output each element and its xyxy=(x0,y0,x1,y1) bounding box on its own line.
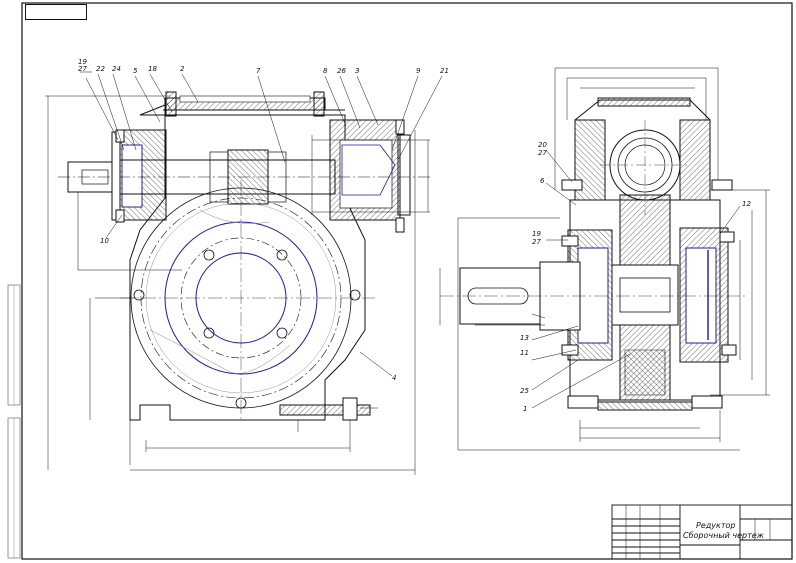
front-view xyxy=(45,91,430,475)
part-label-24: 24 xyxy=(112,65,121,73)
part-label-21: 21 xyxy=(440,67,449,75)
part-label-20: 20 xyxy=(538,141,547,149)
drawing-subtitle: Сборочный чертеж xyxy=(683,531,765,540)
title-block-text: Редуктор Сборочный чертеж xyxy=(683,521,765,540)
front-view-labels xyxy=(80,71,443,377)
part-label-27: 27 xyxy=(78,65,87,73)
part-label-2: 2 xyxy=(180,65,185,73)
part-label-18: 18 xyxy=(148,65,157,73)
side-view-label-text: 20 27 6 12 19 27 13 11 25 1 xyxy=(520,141,751,413)
part-label-27: 27 xyxy=(538,149,547,157)
part-label-1: 1 xyxy=(523,405,527,413)
part-label-19: 19 xyxy=(78,58,87,66)
part-label-12: 12 xyxy=(742,200,751,208)
top-left-stamp-box xyxy=(25,4,87,20)
front-view-label-text: 19 27 22 24 5 18 2 7 8 26 3 9 21 10 4 xyxy=(78,58,449,382)
part-label-19-side: 19 xyxy=(532,230,541,238)
part-label-6: 6 xyxy=(540,177,545,185)
part-label-26: 26 xyxy=(337,67,346,75)
drawing-title: Редуктор xyxy=(696,521,735,530)
part-label-7: 7 xyxy=(256,67,261,75)
part-label-9: 9 xyxy=(416,67,421,75)
part-label-13: 13 xyxy=(520,334,529,342)
part-label-22: 22 xyxy=(96,65,105,73)
side-view-labels xyxy=(531,149,741,409)
part-label-5: 5 xyxy=(133,67,138,75)
part-label-10: 10 xyxy=(100,237,109,245)
part-label-4: 4 xyxy=(392,374,396,382)
part-label-11: 11 xyxy=(520,349,529,357)
side-view xyxy=(439,67,770,451)
title-block xyxy=(611,504,793,560)
part-label-8: 8 xyxy=(323,67,328,75)
part-label-25: 25 xyxy=(520,387,529,395)
part-label-27-side: 27 xyxy=(532,238,541,246)
sheet-frame xyxy=(21,2,793,560)
part-label-3: 3 xyxy=(355,67,359,75)
